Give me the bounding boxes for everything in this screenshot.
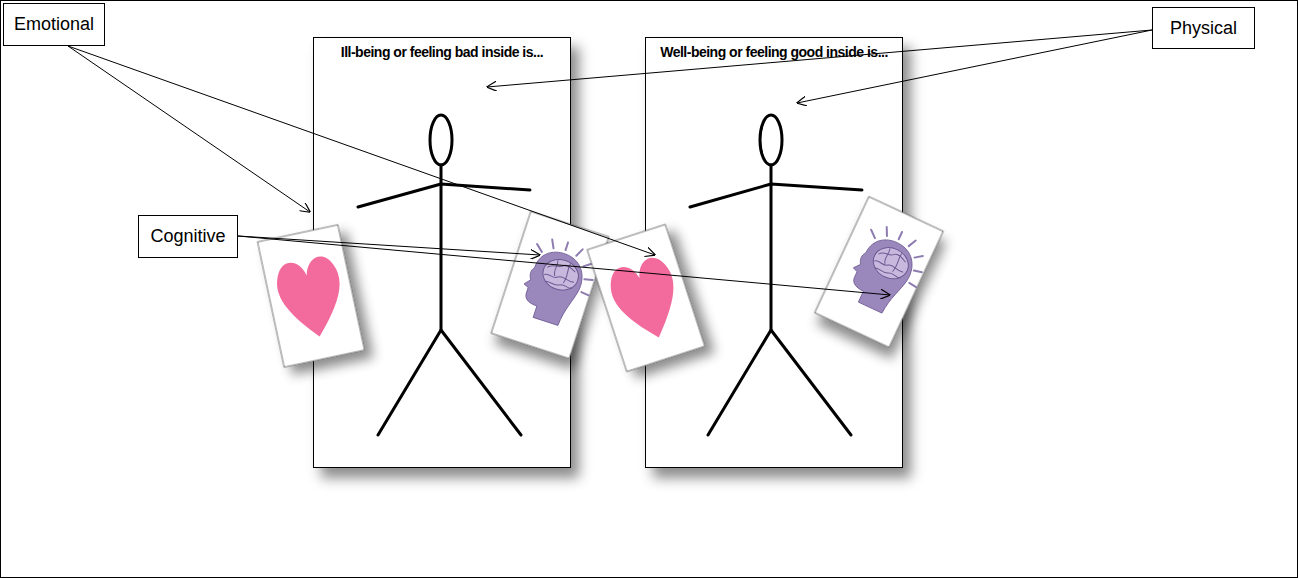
leader-arrow xyxy=(238,236,890,295)
stick-figure xyxy=(690,115,862,435)
callout-label: Physical xyxy=(1170,18,1237,39)
figure-head xyxy=(760,115,782,165)
figure-legs xyxy=(378,330,521,435)
leader-arrow xyxy=(68,46,655,255)
figure-legs xyxy=(708,330,851,435)
figure-arms xyxy=(358,184,530,207)
figure-body xyxy=(440,165,443,330)
callout-box: Physical xyxy=(1152,7,1255,49)
leader-arrow xyxy=(238,236,540,255)
figure-panel: Ill-being or feeling bad inside is... xyxy=(313,37,571,468)
panel-heading: Well-being or feeling good inside is... xyxy=(650,44,898,61)
heart-card xyxy=(587,224,705,371)
leader-arrow xyxy=(797,30,1152,103)
stick-figure xyxy=(358,115,530,435)
leader-arrow xyxy=(487,30,1152,87)
callout-label: Cognitive xyxy=(150,226,225,247)
brain-card xyxy=(491,211,609,358)
figure-arms xyxy=(690,184,862,207)
heart-card xyxy=(258,225,365,367)
panel-heading: Ill-being or feeling bad inside is... xyxy=(318,44,566,61)
figure-panel: Well-being or feeling good inside is... xyxy=(645,37,903,468)
brain-card xyxy=(815,197,943,348)
leader-arrows xyxy=(68,30,1152,295)
callout-box: Emotional xyxy=(3,3,105,46)
leader-arrow xyxy=(68,46,310,212)
figure-body xyxy=(770,165,773,330)
figure-head xyxy=(430,115,452,165)
callout-box: Cognitive xyxy=(138,215,238,258)
callout-label: Emotional xyxy=(14,14,94,35)
